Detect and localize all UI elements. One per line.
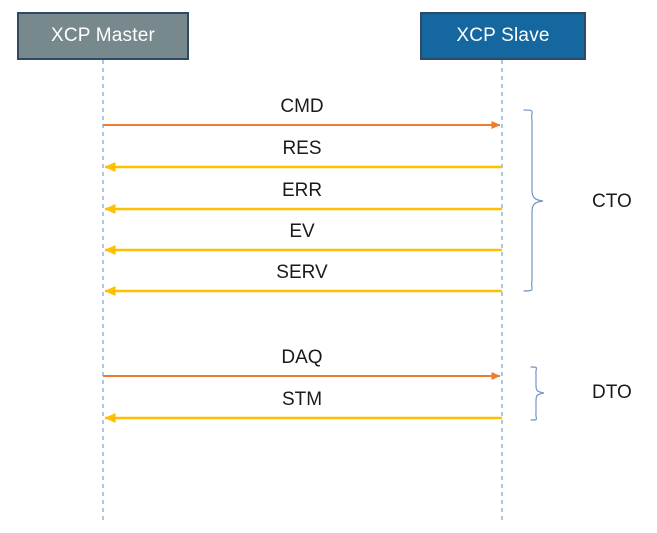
node-xcp-slave-label: XCP Slave — [456, 25, 550, 46]
group-label-dto: DTO — [592, 382, 632, 403]
node-xcp-master[interactable]: XCP Master — [17, 12, 189, 60]
message-label-res: RES — [282, 138, 322, 159]
lifelines — [102, 60, 503, 521]
message-arrows — [103, 121, 502, 423]
group-braces — [523, 109, 545, 421]
node-xcp-slave[interactable]: XCP Slave — [420, 12, 586, 60]
brace-dto — [530, 366, 545, 421]
message-label-daq: DAQ — [281, 347, 323, 368]
group-label-cto: CTO — [592, 191, 632, 212]
message-label-stm: STM — [281, 389, 323, 410]
message-label-cmd: CMD — [280, 96, 324, 117]
node-xcp-master-label: XCP Master — [50, 25, 156, 46]
message-label-ev: EV — [289, 221, 315, 242]
brace-cto — [523, 109, 544, 292]
message-label-serv: SERV — [276, 262, 328, 283]
message-label-err: ERR — [281, 180, 323, 201]
